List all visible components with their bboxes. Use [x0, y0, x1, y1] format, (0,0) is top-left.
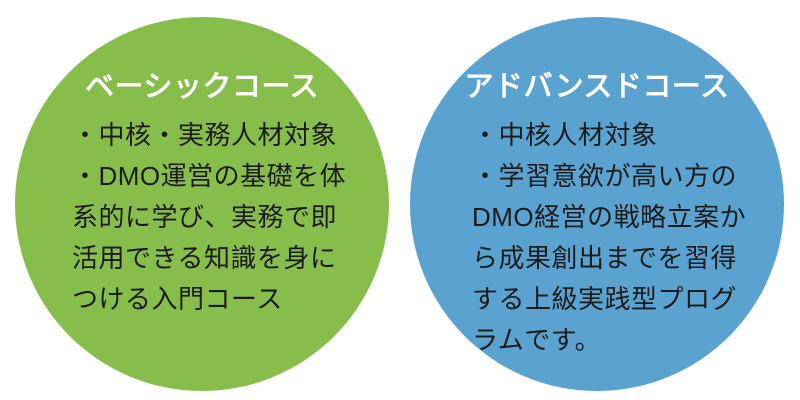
description-line: する上級実践型プログ: [472, 284, 738, 314]
description-line: ・学習意欲が高い方の: [472, 161, 738, 191]
basic-course-circle: ベーシックコース ・中核・実務人材対象 ・DMO運営の基礎を体 系的に学び、実務…: [15, 17, 389, 391]
description-line: ・DMO運営の基礎を体: [72, 161, 347, 191]
description-line: ら成果創出までを習得: [472, 243, 738, 273]
advanced-course-title: アドバンスドコース: [464, 71, 730, 103]
description-line: 系的に学び、実務で即: [72, 202, 338, 232]
description-line: DMO経営の戦略立案か: [472, 202, 747, 232]
basic-course-title: ベーシックコース: [85, 71, 319, 103]
description-line: 活用できる知識を身に: [72, 243, 337, 273]
basic-course-description: ・中核・実務人材対象 ・DMO運営の基礎を体 系的に学び、実務で即 活用できる知…: [72, 115, 346, 320]
description-line: つける入門コース: [72, 284, 283, 314]
advanced-course-description: ・中核人材対象 ・学習意欲が高い方の DMO経営の戦略立案か ら成果創出までを習…: [472, 115, 746, 361]
description-line: ラムです。: [472, 325, 602, 355]
advanced-course-circle: アドバンスドコース ・中核人材対象 ・学習意欲が高い方の DMO経営の戦略立案か…: [410, 17, 784, 391]
description-line: ・中核人材対象: [472, 120, 658, 150]
description-line: ・中核・実務人材対象: [72, 120, 338, 150]
